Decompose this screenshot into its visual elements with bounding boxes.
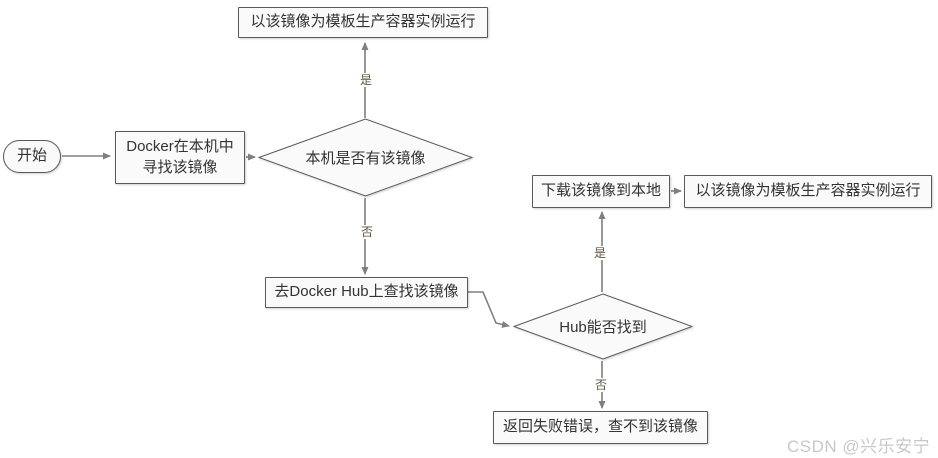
node-download-image-label: 下载该镜像到本地 <box>540 182 661 200</box>
diamond-shape <box>258 118 473 197</box>
node-find-local: Docker在本机中寻找该镜像 <box>115 131 245 184</box>
node-run-container-top: 以该镜像为模板生产容器实例运行 <box>238 7 488 38</box>
node-run-container-right-label: 以该镜像为模板生产容器实例运行 <box>695 182 921 200</box>
node-return-error: 返回失败错误，查不到该镜像 <box>493 411 708 444</box>
edge-label-hub-found-yes: 是 <box>591 246 609 260</box>
edge-label-has-image-no: 否 <box>358 225 376 239</box>
node-search-hub: 去Docker Hub上查找该镜像 <box>265 277 468 308</box>
edge-label-has-image-yes: 是 <box>357 73 375 87</box>
node-start: 开始 <box>3 140 61 173</box>
node-run-container-top-label: 以该镜像为模板生产容器实例运行 <box>250 13 476 31</box>
node-run-container-right: 以该镜像为模板生产容器实例运行 <box>684 175 932 208</box>
node-has-image-decision-label: 本机是否有该镜像 <box>305 150 426 167</box>
diamond-shape <box>513 293 693 360</box>
node-start-label: 开始 <box>16 147 47 165</box>
node-download-image: 下载该镜像到本地 <box>532 175 670 208</box>
csdn-watermark: CSDN @兴乐安宁 <box>787 437 931 456</box>
node-has-image-decision: 本机是否有该镜像 <box>258 118 473 197</box>
node-return-error-label: 返回失败错误，查不到该镜像 <box>502 418 698 436</box>
node-hub-found-decision-label: Hub能否找到 <box>559 319 647 336</box>
node-find-local-label: Docker在本机中寻找该镜像 <box>126 138 234 176</box>
edge-label-hub-found-no: 否 <box>592 378 610 392</box>
edge-searchhub-to-hubdecision <box>467 291 510 328</box>
node-search-hub-label: 去Docker Hub上查找该镜像 <box>274 283 459 301</box>
node-hub-found-decision: Hub能否找到 <box>513 293 693 360</box>
